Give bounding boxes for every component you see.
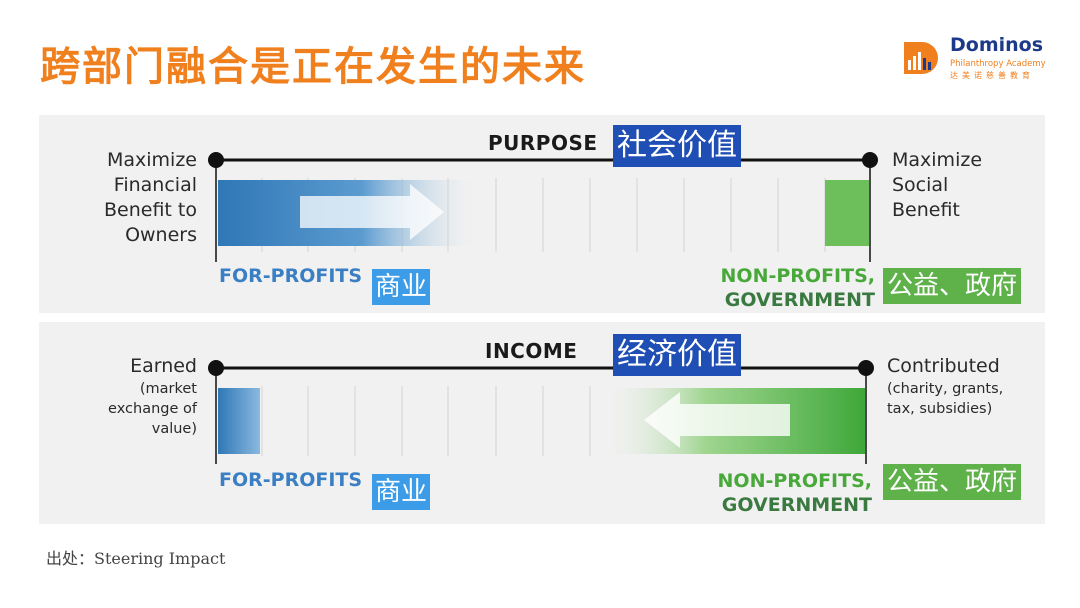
for-profits-label: FOR-PROFITS [219, 265, 363, 287]
non-profits-label: NON-PROFITS, GOVERNMENT [700, 264, 875, 312]
contributed-detail-line: (charity, grants, [887, 381, 1004, 397]
dominos-logo: Dominos Philanthropy Academy 达美诺慈善教育 [902, 34, 1052, 80]
purpose-left-line: Owners [125, 224, 197, 246]
income-panel [39, 322, 1045, 524]
page-title: 跨部门融合是正在发生的未来 [40, 44, 586, 90]
income-heading-cn: 经济价值 [613, 334, 741, 376]
purpose-right-line: Maximize [892, 149, 983, 171]
for-profits-label-cn: 商业 [372, 474, 431, 510]
government-line: GOVERNMENT [721, 494, 872, 516]
non-profits-label-cn: 公益、政府 [883, 268, 1022, 304]
right-arrow-icon [300, 184, 444, 240]
logo-cn-name: 达美诺慈善教育 [950, 71, 1034, 80]
earned-title: Earned [130, 355, 197, 377]
purpose-right-line: Benefit [892, 199, 960, 221]
left-arrow-icon [644, 392, 790, 448]
income-heading: INCOME [485, 339, 578, 363]
purpose-right-line: Social [892, 174, 949, 196]
logo-name: Dominos [950, 34, 1044, 56]
earned-detail-line: exchange of [108, 401, 197, 417]
purpose-left-line: Financial [113, 174, 197, 196]
purpose-left-line: Benefit to [104, 199, 197, 221]
non-profit-purpose-bar [825, 180, 869, 246]
purpose-heading: PURPOSE [488, 131, 598, 155]
for-profit-income-bar [218, 388, 260, 454]
purpose-left-label: Maximize Financial Benefit to Owners [60, 148, 197, 248]
contributed-detail-line: tax, subsidies) [887, 401, 993, 417]
dominos-logo-icon [904, 42, 938, 74]
non-profits-line: NON-PROFITS, [717, 470, 872, 492]
government-line: GOVERNMENT [724, 289, 875, 311]
income-gridlines [261, 386, 591, 456]
non-profits-label-cn: 公益、政府 [883, 464, 1022, 500]
purpose-left-line: Maximize [106, 149, 197, 171]
for-profits-label-cn: 商业 [372, 269, 431, 305]
income-left-label: Earned (market exchange of value) [60, 354, 197, 439]
earned-detail-line: (market [139, 381, 197, 397]
non-profits-label: NON-PROFITS, GOVERNMENT [697, 469, 872, 517]
for-profits-label: FOR-PROFITS [219, 469, 363, 491]
source-citation: 出处：Steering Impact [46, 549, 226, 568]
non-profits-line: NON-PROFITS, [720, 265, 875, 287]
income-right-label: Contributed (charity, grants, tax, subsi… [887, 354, 1003, 419]
purpose-panel [39, 115, 1045, 313]
purpose-heading-cn: 社会价值 [613, 125, 741, 167]
earned-detail-line: value) [151, 421, 197, 437]
contributed-title: Contributed [887, 355, 1000, 377]
purpose-right-label: Maximize Social Benefit [892, 148, 982, 223]
logo-subtitle: Philanthropy Academy [950, 59, 1046, 69]
